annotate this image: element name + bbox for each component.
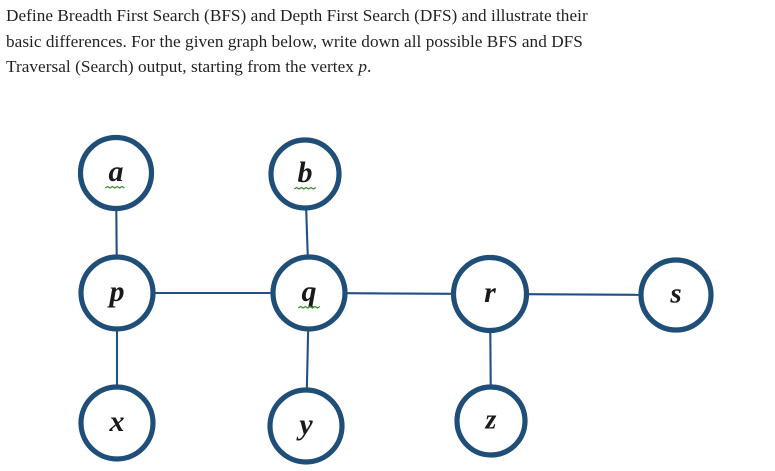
graph-canvas: a b p q r s x y z — [77, 134, 714, 465]
node-label-z: z — [485, 404, 497, 435]
graph-node-y[interactable]: y — [267, 387, 345, 465]
node-circle-y — [267, 387, 345, 465]
node-label-q: q — [302, 275, 317, 308]
prompt-line-2: basic differences. For the given graph b… — [6, 31, 583, 51]
graph-node-p[interactable]: p — [78, 254, 156, 332]
spellcheck-underline-a — [104, 185, 125, 189]
node-circle-p — [78, 254, 156, 332]
prompt-line-3-period: . — [366, 57, 372, 76]
graph-node-r[interactable]: r — [450, 254, 530, 334]
node-label-p: p — [107, 275, 125, 308]
node-label-x: x — [109, 405, 125, 438]
graph-edge-b-q — [305, 209, 309, 256]
node-label-a: a — [109, 155, 124, 188]
spellcheck-underline-q — [297, 305, 321, 309]
node-circle-r — [450, 254, 530, 334]
node-circle-s — [638, 257, 714, 333]
node-label-b: b — [298, 156, 313, 189]
start-vertex-symbol: p — [358, 57, 367, 76]
graph-node-x[interactable]: x — [78, 384, 156, 462]
node-circle-z — [454, 384, 528, 458]
graph-node-b[interactable]: b — [268, 137, 342, 211]
prompt-line-3: Traversal (Search) output, starting from… — [6, 54, 768, 80]
graph-edge-q-r — [346, 292, 453, 295]
node-label-y: y — [296, 408, 313, 441]
graph-edges — [115, 209, 640, 389]
graph-edge-q-y — [305, 330, 310, 389]
node-circle-q — [270, 254, 348, 332]
graph-node-s[interactable]: s — [638, 257, 714, 333]
node-label-r: r — [484, 276, 496, 309]
graph-diagram: a b p q r s x y z — [0, 110, 775, 471]
graph-node-a[interactable]: a — [77, 134, 155, 212]
prompt-line-1: Define Breadth First Search (BFS) and De… — [6, 6, 588, 25]
node-circle-a — [77, 134, 155, 212]
node-label-s: s — [669, 278, 681, 310]
graph-node-q[interactable]: q — [270, 254, 348, 332]
graph-edge-r-s — [527, 293, 640, 296]
prompt-text: Define Breadth First Search (BFS) and De… — [6, 3, 768, 80]
prompt-line-3-text: Traversal (Search) output, starting from… — [6, 57, 359, 76]
graph-nodes: a b p q r s x y z — [77, 134, 714, 465]
node-circle-b — [268, 137, 342, 211]
node-circle-x — [78, 384, 156, 462]
graph-node-z[interactable]: z — [454, 384, 528, 458]
spellcheck-underline-b — [293, 186, 317, 190]
